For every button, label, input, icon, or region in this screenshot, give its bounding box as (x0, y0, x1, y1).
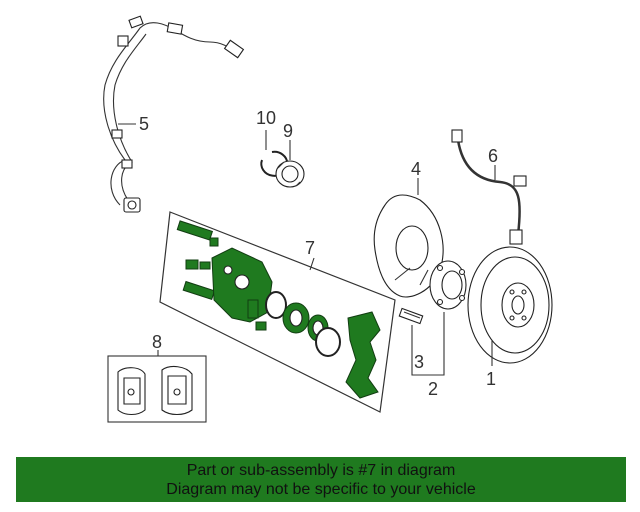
piston-o-ring[interactable] (315, 327, 341, 357)
abs-sensor-harness[interactable] (103, 15, 245, 213)
callout-2[interactable]: 2 (428, 379, 438, 399)
caliper-assembly-box[interactable] (159, 211, 396, 413)
callout-leader-7 (309, 257, 315, 271)
callout-3[interactable]: 3 (414, 352, 424, 372)
callout-4[interactable]: 4 (411, 159, 421, 179)
hub-bolt[interactable] (398, 307, 424, 325)
callout-1[interactable]: 1 (486, 369, 496, 389)
callout-bracket-2-3 (411, 312, 445, 376)
wheel-bearing[interactable] (275, 160, 305, 188)
callout-10[interactable]: 10 (256, 108, 276, 128)
parts-diagram: 5 10 9 4 6 (103, 15, 553, 423)
brake-rotor[interactable] (467, 246, 553, 364)
piston-seal[interactable] (265, 291, 287, 319)
brake-hose[interactable] (451, 129, 527, 245)
callout-7[interactable]: 7 (305, 238, 315, 258)
dust-shield[interactable] (373, 194, 444, 298)
banner-line-2: Diagram may not be specific to your vehi… (166, 481, 476, 498)
caliper-bracket[interactable] (345, 311, 381, 399)
wheel-hub[interactable] (429, 260, 467, 310)
caliper-piston[interactable] (282, 302, 310, 334)
caliper-bleeder[interactable] (185, 259, 211, 270)
callout-6[interactable]: 6 (488, 146, 498, 166)
callout-8[interactable]: 8 (152, 332, 162, 352)
diagram-notice-banner: Part or sub-assembly is #7 in diagram Di… (16, 457, 626, 502)
caliper-bolt-upper[interactable] (176, 220, 219, 247)
callout-9[interactable]: 9 (283, 121, 293, 141)
banner-line-1: Part or sub-assembly is #7 in diagram (186, 462, 456, 479)
caliper-bolt-lower[interactable] (182, 280, 216, 301)
callout-5[interactable]: 5 (139, 114, 149, 134)
caliper-housing[interactable] (211, 247, 273, 331)
brake-pads-box[interactable] (107, 355, 207, 423)
